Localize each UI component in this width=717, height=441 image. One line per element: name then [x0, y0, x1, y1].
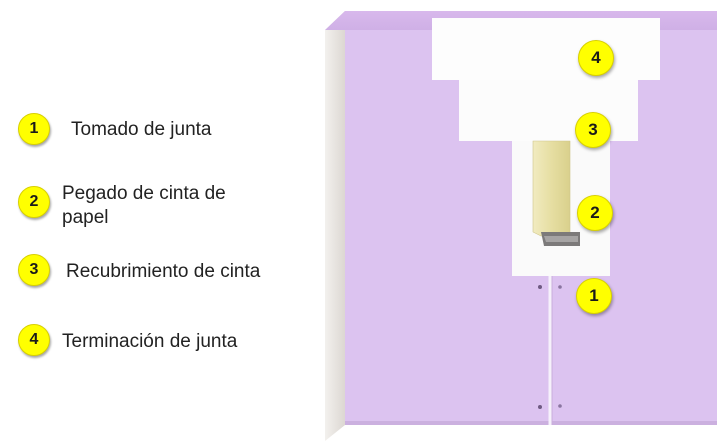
legend-label-2: Pegado de cinta de papel	[62, 183, 226, 228]
legend-badge-1: 1	[18, 113, 50, 145]
diagram-marker-2: 2	[577, 195, 613, 231]
legend-label-4: Terminación de junta	[62, 331, 238, 352]
legend-badge-2: 2	[18, 186, 50, 218]
diagram-marker-3: 3	[575, 112, 611, 148]
legend-badge-4: 4	[18, 324, 50, 356]
legend-item-1: 1 Tomado de junta	[0, 108, 330, 158]
paper-tape-curl-highlight	[544, 236, 578, 242]
diagram-marker-4: 4	[578, 40, 614, 76]
legend-item-2: 2 Pegado de cinta de papel	[0, 178, 330, 240]
legend-item-3: 3 Recubrimiento de cinta	[0, 250, 330, 300]
diagram-marker-1: 1	[576, 278, 612, 314]
compound-layer-4	[432, 18, 660, 80]
legend-item-4: 4 Terminación de junta	[0, 321, 330, 371]
board-bottom-edge	[345, 421, 717, 425]
paper-tape	[532, 140, 571, 237]
legend-label-1: Tomado de junta	[71, 119, 212, 140]
board-left-edge	[325, 11, 345, 441]
legend-badge-3: 3	[18, 254, 50, 286]
screw	[538, 405, 542, 409]
legend-label-3: Recubrimiento de cinta	[66, 261, 261, 282]
screw	[538, 285, 542, 289]
compound-layer-3	[459, 80, 638, 141]
screw	[558, 404, 562, 408]
screw	[558, 285, 562, 289]
